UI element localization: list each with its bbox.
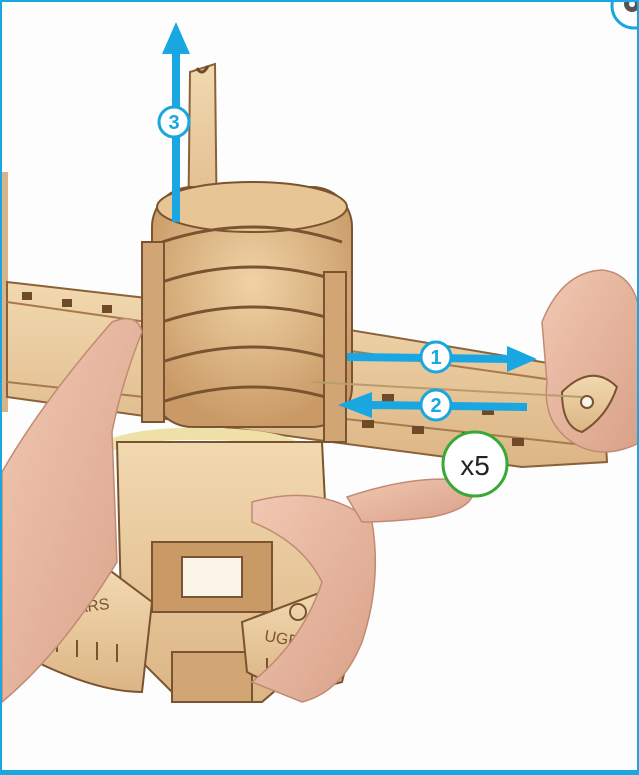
step-3-number: 3	[168, 112, 179, 134]
step-1-number: 1	[430, 347, 441, 369]
repeat-count: x5	[460, 450, 490, 481]
repeat-badge: x5	[443, 432, 507, 496]
step-3-marker: 3	[159, 107, 189, 137]
step-2-marker: 2	[421, 390, 451, 420]
step-2-number: 2	[430, 395, 441, 417]
right-hand	[542, 270, 639, 452]
gear-icon	[612, 2, 639, 28]
step-1-marker: 1	[421, 342, 451, 372]
